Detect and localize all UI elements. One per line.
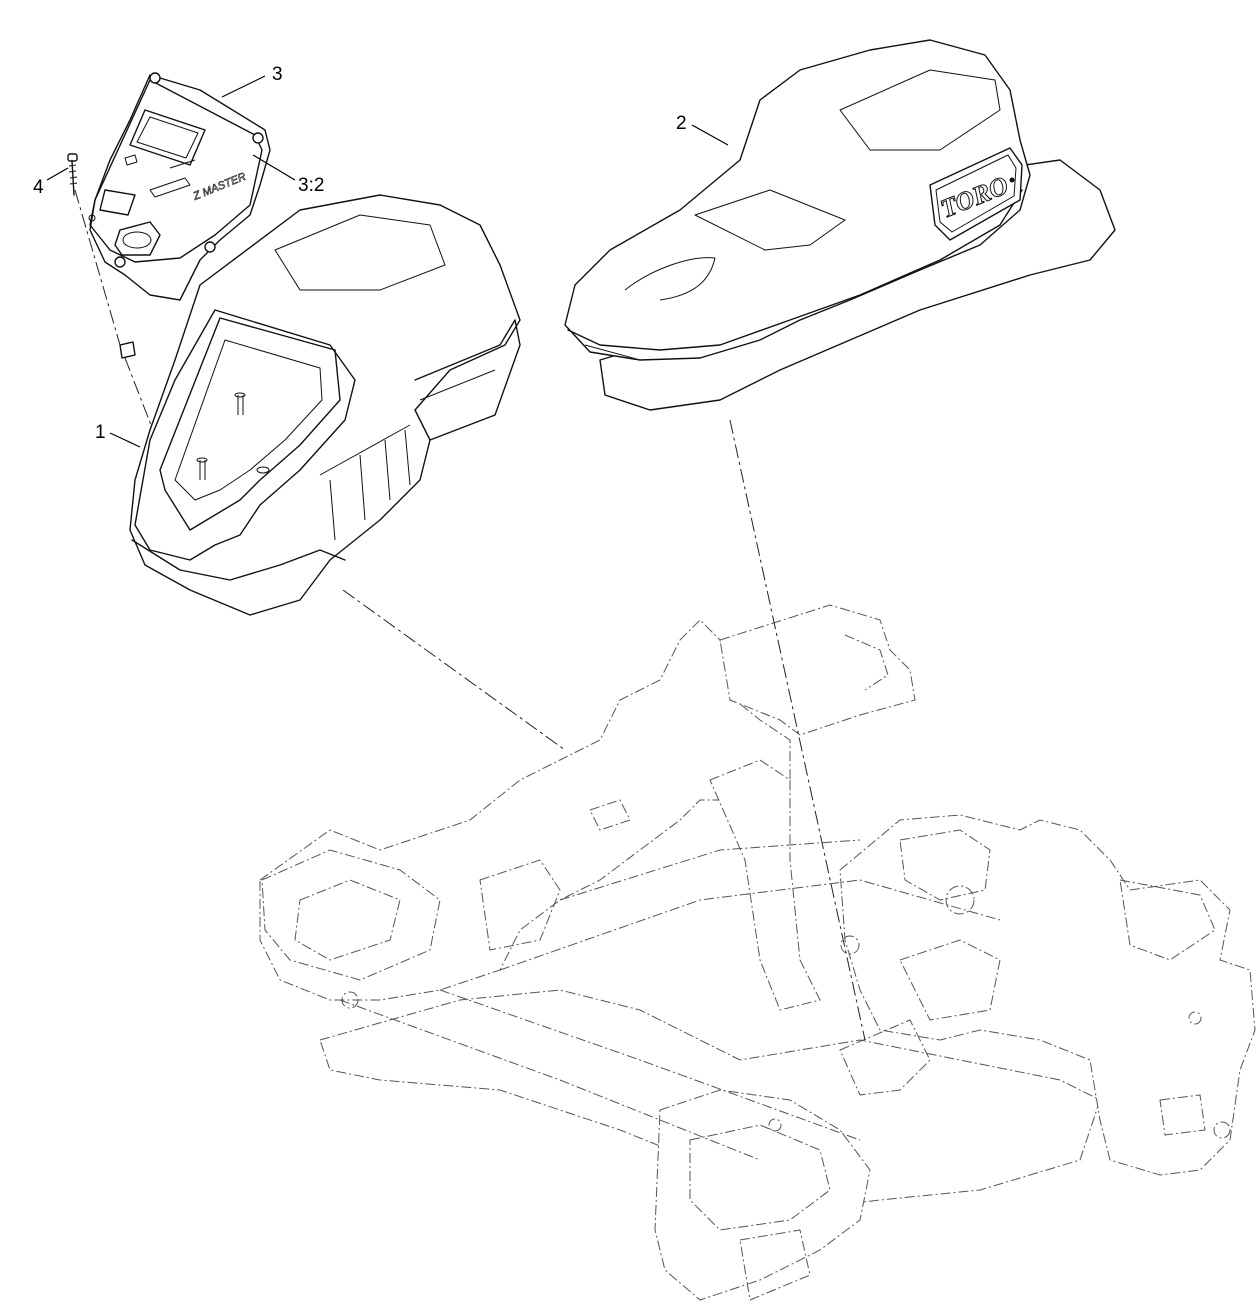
callout-2: 2 — [676, 113, 687, 134]
part-1-console-housing — [119, 194, 521, 616]
part-3-control-panel: Z MASTER — [88, 72, 271, 301]
callout-4: 4 — [33, 177, 44, 198]
callout-leaders — [46, 75, 729, 448]
callout-3: 3 — [272, 64, 283, 85]
part-4-screw — [67, 153, 78, 196]
callout-3-2: 3:2 — [298, 175, 324, 196]
mower-frame-phantom — [259, 604, 1256, 1301]
callout-1: 1 — [95, 422, 106, 443]
part-2-seat: TORO — [564, 39, 1116, 411]
